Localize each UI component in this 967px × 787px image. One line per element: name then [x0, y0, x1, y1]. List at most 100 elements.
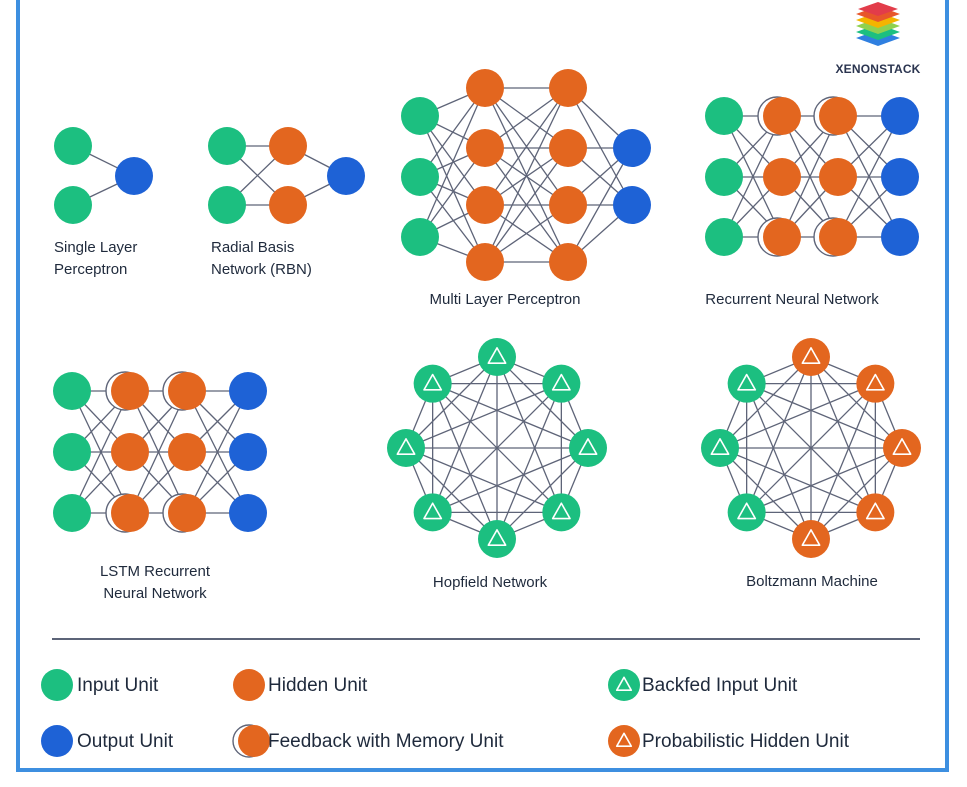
connection-edge — [432, 383, 562, 513]
frame-border-bottom — [16, 768, 949, 772]
node-circle — [41, 725, 73, 757]
input-unit-node — [401, 97, 439, 135]
node-circle — [53, 433, 91, 471]
legend-label-input-unit: Input Unit — [77, 675, 159, 696]
node-circle — [701, 429, 739, 467]
hidden-unit-node — [466, 129, 504, 167]
node-circle — [466, 129, 504, 167]
caption-hopfield-network: Hopfield Network — [400, 572, 580, 594]
node-circle — [792, 338, 830, 376]
triangle-mark — [487, 529, 507, 547]
hidden-unit-node — [269, 127, 307, 165]
node-circle — [413, 493, 452, 532]
frame-border-left — [16, 0, 20, 772]
node-circle — [229, 433, 267, 471]
memory-core — [819, 218, 857, 256]
connection-edge — [781, 115, 839, 238]
memory-unit-node — [813, 96, 857, 136]
legend-input-unit-icon — [41, 669, 73, 701]
node-circle — [705, 97, 743, 135]
connection-edge — [746, 383, 812, 540]
node-circle — [705, 158, 743, 196]
memory-core — [763, 218, 801, 256]
backfed-unit-node — [387, 429, 425, 467]
triangle-mark — [551, 502, 571, 520]
hidden-unit-node — [549, 243, 587, 281]
node-circle — [54, 127, 92, 165]
output-unit-node — [229, 494, 267, 532]
legend-label-backfed-input-unit: Backfed Input Unit — [642, 675, 798, 696]
legend-label-probabilistic-hidden-unit: Probabilistic Hidden Unit — [642, 731, 849, 752]
caption-boltzmann-machine: Boltzmann Machine — [712, 571, 912, 593]
node-circle — [233, 669, 265, 701]
caption-line: LSTM Recurrent — [99, 563, 211, 580]
input-unit-node — [208, 127, 246, 165]
connection-edge — [496, 356, 562, 513]
node-circle — [327, 157, 365, 195]
connection-edge — [71, 390, 131, 514]
prob-unit-node — [883, 429, 921, 467]
node-circle — [727, 493, 766, 532]
node-circle — [229, 372, 267, 410]
backfed-unit-node — [727, 364, 766, 403]
node-circle — [401, 97, 439, 135]
caption-line: Boltzmann Machine — [746, 573, 878, 590]
memory-unit-node — [813, 217, 857, 257]
legend-label-hidden-unit: Hidden Unit — [268, 675, 368, 696]
triangle-mark — [487, 347, 507, 365]
node-circle — [613, 129, 651, 167]
node-circle — [569, 429, 607, 467]
triangle-mark — [423, 502, 443, 520]
frame-border-right — [945, 0, 949, 772]
connection-edge — [567, 87, 633, 206]
connection-edge — [405, 383, 562, 449]
triangle-mark — [615, 732, 633, 748]
connection-edge — [405, 447, 562, 513]
connection-edge — [723, 115, 783, 238]
triangle-mark — [865, 502, 885, 520]
triangle-mark — [892, 438, 912, 456]
connection-edge — [432, 356, 498, 513]
hidden-unit-node — [168, 433, 206, 471]
node-circle — [542, 364, 581, 403]
node-circle — [53, 494, 91, 532]
node-circle — [54, 186, 92, 224]
input-unit-node — [705, 158, 743, 196]
backfed-unit-node — [478, 520, 516, 558]
connection-edge — [746, 383, 876, 513]
node-circle — [763, 158, 801, 196]
output-unit-node — [327, 157, 365, 195]
legend-probabilistic-hidden-unit-icon — [608, 725, 640, 757]
hidden-unit-node — [111, 433, 149, 471]
caption-line: Multi Layer Perceptron — [429, 291, 581, 308]
node-circle — [881, 158, 919, 196]
triangle-mark — [737, 502, 757, 520]
output-unit-node — [881, 97, 919, 135]
caption-line: Recurrent Neural Network — [705, 291, 879, 308]
output-unit-node — [613, 129, 651, 167]
connection-edge — [432, 383, 589, 449]
connection-edge — [432, 447, 589, 513]
memory-core — [238, 725, 270, 757]
connection-edge — [419, 87, 486, 238]
node-circle — [387, 429, 425, 467]
triangle-mark — [423, 373, 443, 391]
hidden-unit-node — [549, 186, 587, 224]
memory-unit-node — [162, 493, 206, 533]
connection-edge — [432, 383, 498, 540]
node-circle — [549, 186, 587, 224]
hidden-unit-node — [763, 158, 801, 196]
connection-edge — [405, 447, 498, 540]
input-unit-node — [53, 494, 91, 532]
node-circle — [883, 429, 921, 467]
node-circle — [856, 493, 895, 532]
node-circle — [792, 520, 830, 558]
node-circle — [269, 186, 307, 224]
input-unit-node — [53, 372, 91, 410]
node-circle — [466, 186, 504, 224]
caption-line: Perceptron — [54, 261, 128, 278]
caption-line: Network (RBN) — [211, 261, 312, 278]
caption-line: Radial Basis — [211, 239, 295, 256]
node-circle — [115, 157, 153, 195]
